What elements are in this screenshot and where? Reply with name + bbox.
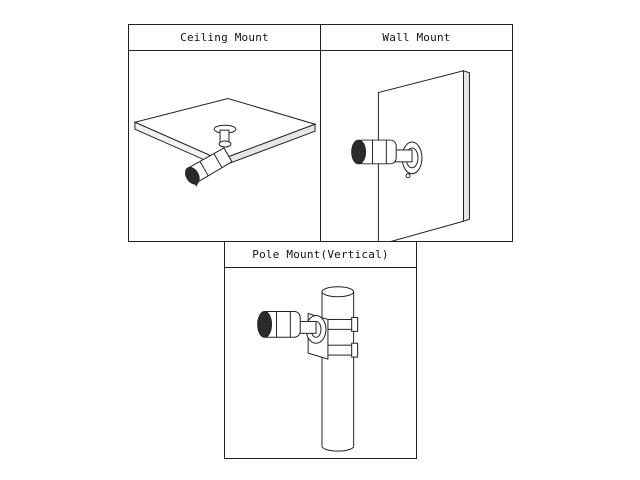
wall-mount-panel: Wall Mount (320, 24, 513, 242)
pole-mount-illustration (225, 268, 416, 458)
ceiling-bracket (213, 124, 237, 148)
pole (321, 286, 355, 452)
ceiling-mount-title: Ceiling Mount (129, 25, 320, 51)
ceiling-mount-panel: Ceiling Mount (128, 24, 321, 242)
pole-mount-title: Pole Mount(Vertical) (225, 242, 416, 268)
wall-bracket (391, 141, 423, 179)
pole-mount-panel: Pole Mount(Vertical) (224, 241, 417, 459)
wall-mount-illustration (321, 51, 512, 241)
wall-mount-title: Wall Mount (321, 25, 512, 51)
wall-camera (351, 139, 397, 165)
pole-camera (257, 311, 301, 338)
pole-mount-drawing (257, 286, 359, 452)
ceiling-camera (185, 147, 233, 187)
ceiling-mount-drawing (133, 97, 317, 187)
pole-bracket (293, 312, 329, 360)
ceiling-mount-illustration (129, 51, 320, 241)
wall-mount-drawing (351, 70, 470, 241)
